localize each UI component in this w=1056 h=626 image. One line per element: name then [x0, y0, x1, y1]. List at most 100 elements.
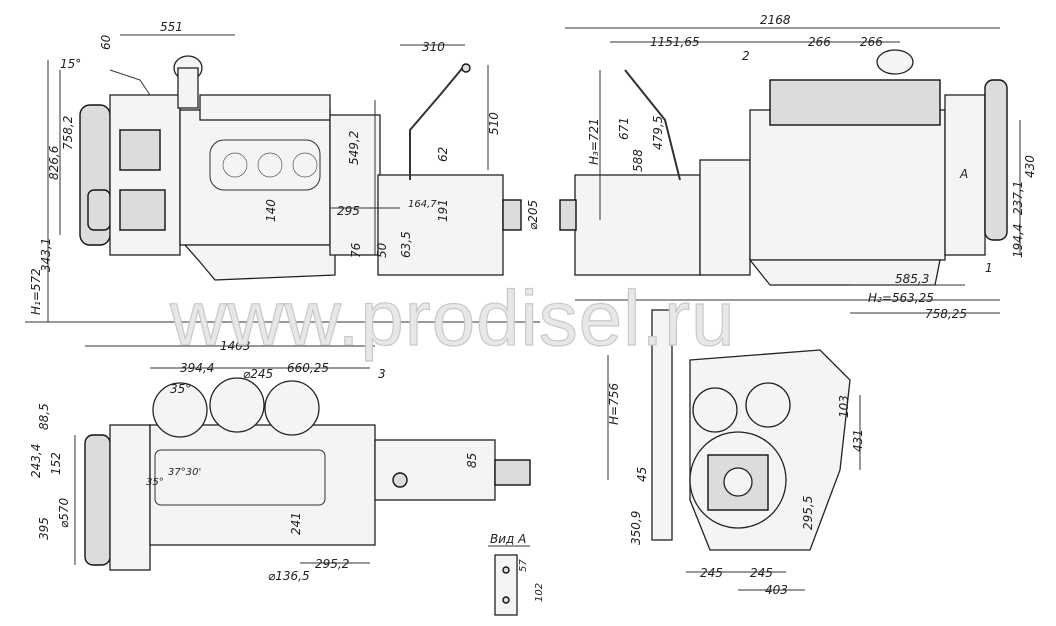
dim-350: 350,9	[629, 511, 643, 545]
dim-295r: 295,5	[801, 496, 815, 530]
gear-lever-r	[624, 69, 681, 181]
view-a: Вид А 57 102	[488, 532, 545, 616]
dim-241: 241	[289, 512, 303, 535]
dim-37: 37°30'	[168, 467, 201, 478]
port-1	[222, 152, 248, 178]
breather-pipe	[109, 69, 151, 96]
air-cleaner-r1	[692, 387, 738, 433]
dim-721: H₃=721	[587, 118, 601, 165]
view-a-label: Вид А	[490, 532, 526, 546]
dim-194: 194,4	[1011, 224, 1025, 258]
output-flange-r	[559, 199, 577, 231]
dim-62: 62	[436, 147, 450, 162]
output-flange	[502, 199, 522, 231]
dim-103: 103	[837, 395, 851, 418]
dim-758r: 758,25	[925, 307, 967, 321]
cylinder-block-r	[749, 109, 946, 261]
clutch-housing	[329, 114, 381, 256]
dim-2168: 2168	[760, 13, 791, 27]
pulley-r	[984, 79, 1008, 241]
dim-310: 310	[422, 40, 445, 54]
timing-cover	[109, 94, 181, 256]
air-cleaner-3	[264, 380, 320, 436]
pulley-top	[84, 434, 111, 566]
pump-unit	[119, 189, 166, 231]
dim-671: 671	[617, 117, 631, 140]
dim-585: 585,3	[895, 272, 929, 286]
top-view: 1403 394,4 ⌀245 660,25 3 35° 35° 37°30' …	[29, 339, 531, 583]
dim-266a: 266	[808, 35, 831, 49]
dim-35b: 35°	[146, 477, 164, 488]
dim-164: 164,7	[408, 199, 437, 210]
dim-756: H=756	[607, 383, 621, 425]
dim-60: 60	[99, 34, 113, 50]
exhaust-pipe-r	[651, 309, 673, 541]
dim-1365: ⌀136,5	[268, 569, 310, 583]
dim-266b: 266	[860, 35, 883, 49]
dim-45: 45	[635, 467, 649, 482]
dim-63: 63,5	[399, 231, 413, 258]
dim-245b: 245	[750, 566, 773, 580]
dim-295: 295	[337, 204, 360, 218]
air-cleaner-r2	[745, 382, 791, 428]
left-side-view: 551 60 15° 758,2 826,6 343,1 H₁=572 310 …	[25, 20, 540, 323]
dim-205: ⌀205	[526, 200, 540, 230]
dim-588: 588	[631, 149, 645, 172]
dim-85: 85	[465, 453, 479, 468]
output-top	[494, 459, 531, 486]
dim-2952: 295,2	[315, 557, 349, 571]
cylinder-block-top	[149, 424, 376, 546]
dim-510: 510	[487, 112, 501, 135]
dim-343: 343,1	[39, 238, 53, 272]
dim-885: 88,5	[37, 403, 51, 430]
dim-826: 826,6	[47, 145, 61, 180]
cylinder-head-r	[769, 79, 941, 126]
dim-35a: 35°	[170, 382, 191, 396]
exhaust-manifold	[209, 139, 321, 191]
dim-57: 57	[518, 559, 529, 572]
intake-pipe	[177, 67, 199, 109]
gearbox-r	[574, 174, 701, 276]
dim-245a: 245	[700, 566, 723, 580]
dim-479: 479,5	[651, 116, 665, 150]
port-2	[257, 152, 283, 178]
dim-430: 430	[1023, 155, 1037, 178]
dim-549: 549,2	[347, 131, 361, 165]
view-a-bracket	[494, 554, 518, 616]
watermark: www.prodisel.ru	[169, 274, 736, 362]
dim-15deg: 15°	[60, 57, 81, 71]
dim-551: 551	[160, 20, 183, 34]
air-cleaner-2	[209, 377, 265, 433]
dim-660: 660,25	[287, 361, 329, 375]
dim-394: 394,4	[180, 361, 214, 375]
dim-237: 237,1	[1011, 181, 1025, 215]
dim-758: 758,2	[61, 116, 75, 150]
lever-knob	[461, 63, 471, 73]
cylinder-block	[179, 109, 331, 246]
dim-76: 76	[349, 242, 363, 258]
air-cleaner-1	[152, 382, 208, 438]
gear-lever-top	[392, 472, 408, 488]
view-a-hole-2	[502, 596, 510, 604]
arrow-a-label: A	[959, 167, 968, 181]
dim-191: 191	[436, 199, 450, 222]
dim-102: 102	[534, 583, 545, 602]
lower-pulley	[87, 189, 111, 231]
valve-cover-top	[154, 449, 326, 506]
cylinder-head	[199, 94, 331, 121]
gearbox	[377, 174, 504, 276]
output-flange-face	[723, 467, 753, 497]
dim-140: 140	[264, 199, 278, 222]
gearbox-top	[374, 439, 496, 501]
dim-395: 395	[37, 517, 51, 540]
gear-lever	[409, 64, 466, 180]
dim-403: 403	[765, 583, 788, 597]
right-side-view: 2168 1151,65 266 266 2 H₃=721 671 588 47…	[559, 13, 1037, 321]
rear-view: H=756 45 350,9 103 431 295,5 245 245 403	[607, 309, 865, 597]
dim-152: 152	[49, 452, 63, 475]
dim-1403: 1403	[220, 339, 251, 353]
dim-431: 431	[851, 429, 865, 452]
air-cleaner-r	[876, 49, 914, 75]
